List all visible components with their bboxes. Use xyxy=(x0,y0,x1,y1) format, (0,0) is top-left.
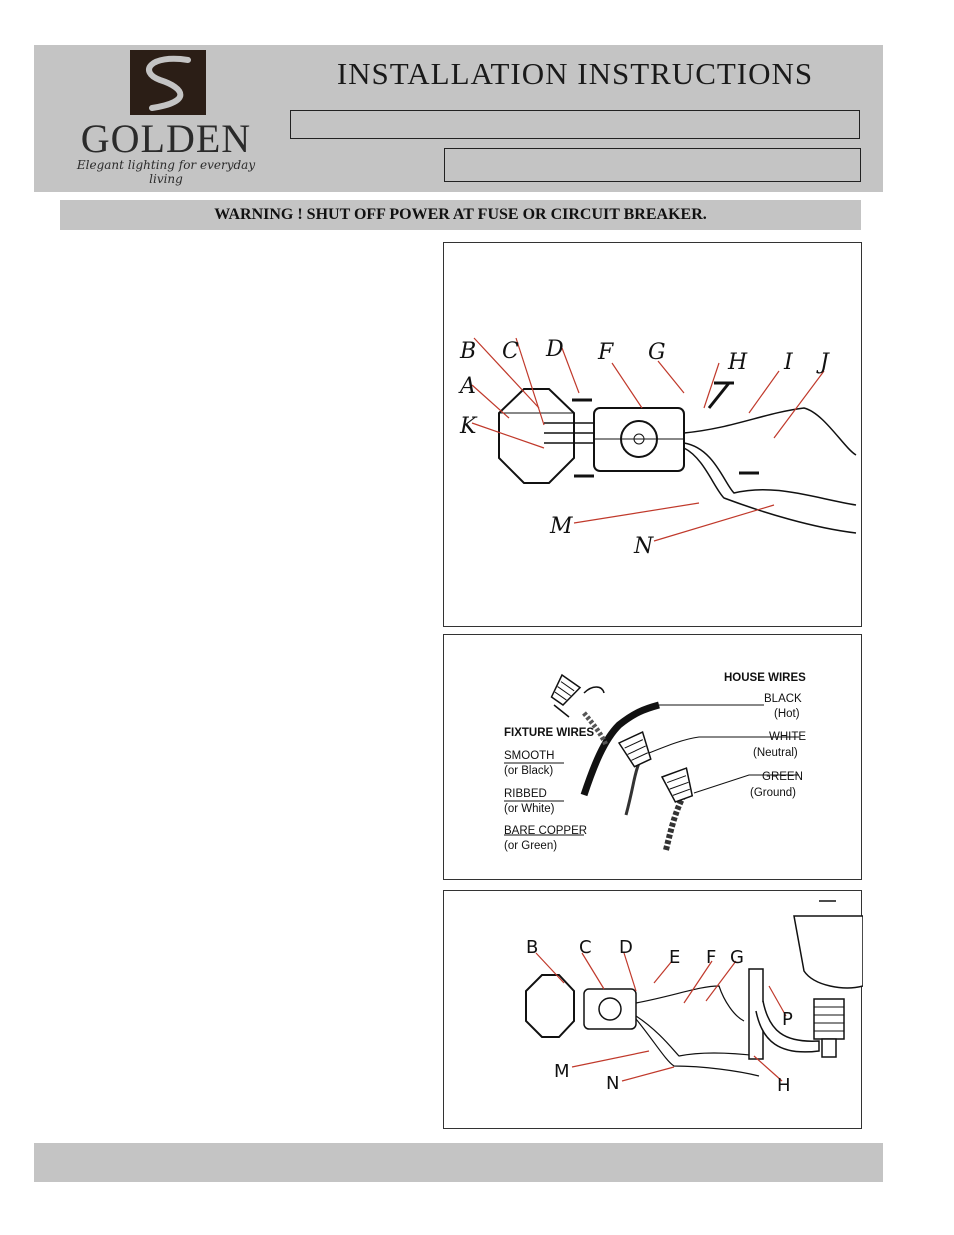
label-p: P xyxy=(782,1009,793,1030)
label-a: A xyxy=(458,374,476,399)
footer-band xyxy=(34,1143,883,1182)
label-h: H xyxy=(777,1075,791,1096)
neutral-label: (Neutral) xyxy=(753,747,798,759)
label-i: I xyxy=(783,350,794,375)
label-g: G xyxy=(648,340,666,365)
diagram-mounting-strap: B C D F G H I J A K M N xyxy=(443,242,862,627)
label-n: N xyxy=(606,1073,619,1094)
label-b: B xyxy=(526,937,538,958)
ground-label: (Ground) xyxy=(750,787,796,799)
label-c: C xyxy=(579,937,592,958)
label-g: G xyxy=(730,947,744,968)
green-label: GREEN xyxy=(762,771,803,783)
or-green-label: (or Green) xyxy=(504,840,557,852)
warning-banner: WARNING ! SHUT OFF POWER AT FUSE OR CIRC… xyxy=(60,200,861,230)
diagram-wire-connections: HOUSE WIRES BLACK (Hot) WHITE (Neutral) … xyxy=(443,634,862,880)
or-black-label: (or Black) xyxy=(504,765,553,777)
label-j: J xyxy=(816,350,830,375)
label-b: B xyxy=(459,339,476,364)
smooth-label: SMOOTH xyxy=(504,750,554,762)
black-label: BLACK xyxy=(764,693,802,705)
label-h: H xyxy=(727,350,748,375)
label-m: M xyxy=(549,514,573,539)
label-k: K xyxy=(459,414,478,439)
ribbed-label: RIBBED xyxy=(504,788,547,800)
logo-tagline: Elegant lighting for everyday living xyxy=(76,158,256,186)
wire-nut-icon xyxy=(550,673,582,706)
fixture-wires-label: FIXTURE WIRES xyxy=(504,727,594,739)
label-d: D xyxy=(545,337,564,362)
golden-logo: GOLDEN Elegant lighting for everyday liv… xyxy=(66,50,266,186)
hot-label: (Hot) xyxy=(774,708,800,720)
label-n: N xyxy=(633,534,654,559)
black-wire xyxy=(580,701,660,797)
house-wires-label: HOUSE WIRES xyxy=(724,672,806,684)
logo-wordmark: GOLDEN xyxy=(80,116,252,161)
label-c: C xyxy=(502,339,519,364)
white-label: WHITE xyxy=(769,731,806,743)
model-field xyxy=(290,110,860,139)
bare-copper-label: BARE COPPER xyxy=(504,825,587,837)
label-d: D xyxy=(619,937,633,958)
label-e: E xyxy=(669,947,680,968)
label-f: F xyxy=(706,947,716,968)
item-field xyxy=(444,148,861,182)
page-title: INSTALLATION INSTRUCTIONS xyxy=(336,56,814,91)
diagram-fixture-assembly: B C D E F G P M N H xyxy=(443,890,863,1129)
or-white-label: (or White) xyxy=(504,803,555,815)
label-f: F xyxy=(597,340,614,365)
label-m: M xyxy=(554,1061,570,1082)
logo-mark-icon xyxy=(130,50,206,115)
